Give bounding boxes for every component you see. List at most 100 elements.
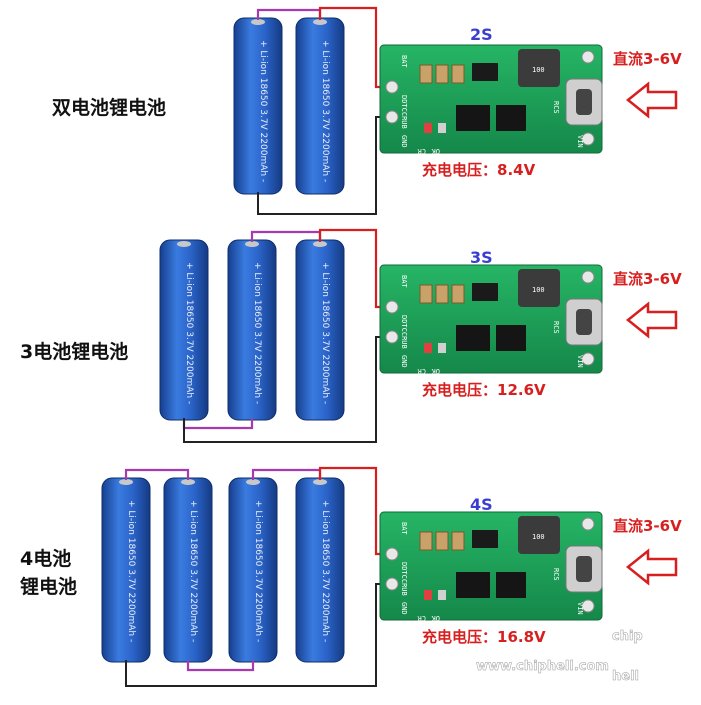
battery-print: + Li-ion 18650 3.7V 2200mAh - — [126, 500, 136, 642]
capacitor — [435, 531, 449, 551]
silkscreen-label: GND — [400, 602, 408, 615]
inductor — [518, 516, 560, 554]
ic-chip — [456, 105, 490, 131]
status-led — [424, 123, 432, 133]
battery-body — [233, 17, 283, 195]
series-tag: 3S — [470, 248, 493, 267]
solder-pad — [581, 517, 595, 531]
silkscreen-label: RCS — [552, 101, 560, 114]
charge-voltage-label: 充电电压：16.8V — [422, 628, 546, 646]
battery-cell: + Li-ion 18650 3.7V 2200mAh - — [163, 477, 213, 663]
series-link-wire — [186, 660, 255, 672]
status-led — [424, 590, 432, 600]
silkscreen-label: CR — [417, 614, 426, 622]
solder-pad — [581, 270, 595, 284]
inductor-marking: 100 — [532, 66, 545, 74]
battery-cell: + Li-ion 18650 3.7V 2200mAh - — [227, 239, 277, 421]
capacitor — [419, 64, 433, 84]
battery-print: + Li-ion 18650 3.7V 2200mAh - — [188, 500, 198, 642]
battery-cell: + Li-ion 18650 3.7V 2200mAh - — [159, 239, 209, 421]
battery-body — [159, 239, 209, 421]
battery-body — [228, 477, 278, 663]
diode — [472, 63, 498, 81]
battery-body — [295, 477, 345, 663]
capacitor — [419, 531, 433, 551]
row-3s-group: + Li-ion 18650 3.7V 2200mAh - + Li-ion 18… — [159, 228, 682, 443]
battery-cap — [245, 241, 259, 247]
charge-voltage-label: 充电电压：12.6V — [422, 381, 546, 399]
battery-cell: + Li-ion 18650 3.7V 2200mAh - — [295, 477, 345, 663]
row-2s-group: + Li-ion 18650 3.7V 2200mAh -+ Li-ion 18… — [233, 6, 682, 215]
battery-print: + Li-ion 18650 3.7V 2200mAh - — [253, 500, 263, 642]
solder-pad — [385, 300, 399, 314]
watermark-url: www.chiphell.com — [476, 659, 609, 674]
charge-voltage-label: 充电电压：8.4V — [422, 161, 536, 179]
series-tag: 4S — [470, 495, 493, 514]
battery-body — [295, 17, 345, 195]
capacitor — [435, 64, 449, 84]
input-voltage-label: 直流3-6V — [613, 50, 682, 68]
battery-cell: + Li-ion 18650 3.7V 2200mAh - — [295, 17, 345, 195]
battery-cap — [313, 241, 327, 247]
status-led — [424, 343, 432, 353]
solder-pad — [385, 330, 399, 344]
solder-pad — [581, 132, 595, 146]
solder-pad — [385, 110, 399, 124]
battery-cap — [251, 19, 265, 25]
silkscreen-label: RCS — [552, 568, 560, 581]
battery-print: + Li-ion 18650 3.7V 2200mAh - — [184, 262, 194, 404]
inductor — [518, 49, 560, 87]
series-link-wire — [124, 468, 190, 480]
row-3s-title: 3电池锂电池 — [20, 341, 129, 363]
solder-pad — [581, 599, 595, 613]
capacitor — [451, 64, 465, 84]
silkscreen-label: OK — [431, 614, 440, 622]
silkscreen-label: DDTCCRUB — [400, 562, 408, 596]
battery-body — [227, 239, 277, 421]
battery-cap — [246, 479, 260, 485]
silkscreen-label: DDTCCRUB — [400, 315, 408, 349]
usb-c-opening — [576, 89, 592, 115]
input-voltage-label: 直流3-6V — [613, 270, 682, 288]
solder-pad — [385, 80, 399, 94]
battery-cap — [177, 241, 191, 247]
silkscreen-label: GND — [400, 355, 408, 368]
battery-cap — [181, 479, 195, 485]
usb-c-opening — [576, 556, 592, 582]
input-arrow-icon — [625, 548, 678, 586]
input-voltage-label: 直流3-6V — [613, 517, 682, 535]
status-led — [438, 590, 446, 600]
silkscreen-label: VIN — [576, 602, 584, 615]
solder-pad — [581, 50, 595, 64]
battery-cap — [313, 19, 327, 25]
battery-cell: + Li-ion 18650 3.7V 2200mAh - — [101, 477, 151, 663]
silkscreen-label: BAT — [400, 275, 408, 288]
ic-chip — [496, 572, 526, 598]
silkscreen-label: OK — [431, 367, 440, 375]
battery-cap — [119, 479, 133, 485]
diode — [472, 283, 498, 301]
ic-chip — [456, 572, 490, 598]
series-tag: 2S — [470, 25, 493, 44]
status-led — [438, 343, 446, 353]
battery-body — [163, 477, 213, 663]
negative-wire — [183, 336, 392, 443]
silkscreen-label: OK — [431, 147, 440, 155]
silkscreen-label: BAT — [400, 55, 408, 68]
silkscreen-label: BAT — [400, 522, 408, 535]
battery-print: + Li-ion 18650 3.7V 2200mAh - — [320, 500, 330, 642]
battery-cell: + Li-ion 18650 3.7V 2200mAh - — [233, 17, 283, 195]
inductor-marking: 100 — [532, 286, 545, 294]
capacitor — [435, 284, 449, 304]
diode — [472, 530, 498, 548]
status-led — [438, 123, 446, 133]
row-4s-title: 4电池 锂电池 — [20, 548, 78, 598]
capacitor — [451, 284, 465, 304]
row-4s-group: + Li-ion 18650 3.7V 2200mAh - + Li-ion 18… — [101, 466, 682, 687]
battery-cell: + Li-ion 18650 3.7V 2200mAh - — [295, 239, 345, 421]
battery-print: + Li-ion 18650 3.7V 2200mAh - — [320, 262, 330, 404]
ic-chip — [456, 325, 490, 351]
